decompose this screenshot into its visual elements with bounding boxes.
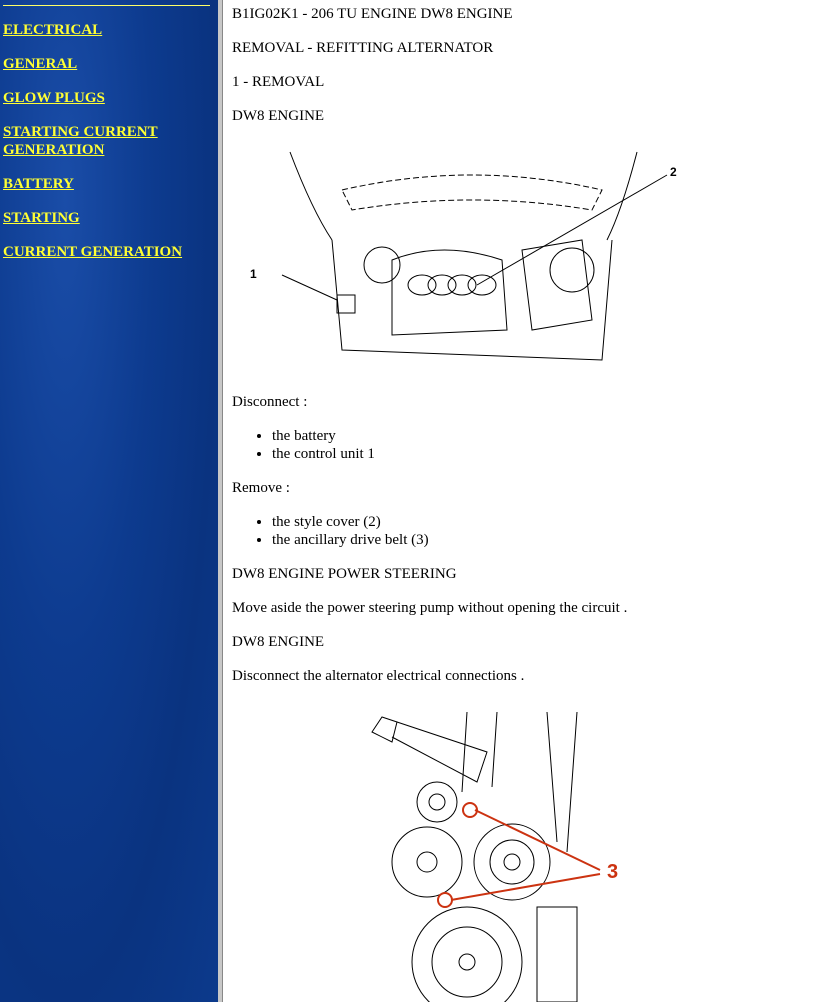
nav-link-general[interactable]: GENERAL xyxy=(3,56,78,72)
nav-link-current-generation[interactable]: CURRENT GENERATION xyxy=(3,244,183,260)
instruction-text: Disconnect the alternator electrical con… xyxy=(232,668,525,684)
list-item: the battery xyxy=(272,427,375,445)
disconnect-label: Disconnect : xyxy=(232,394,308,410)
procedure-title: REMOVAL - REFITTING ALTERNATOR xyxy=(232,40,494,56)
remove-label: Remove : xyxy=(232,480,290,496)
section-heading: DW8 ENGINE xyxy=(232,108,325,124)
step-heading: 1 - REMOVAL xyxy=(232,74,325,90)
frame-divider[interactable] xyxy=(218,0,223,1002)
callout-3: 3 xyxy=(607,861,618,883)
remove-list: the style cover (2) the ancillary drive … xyxy=(232,513,429,549)
instruction-text: Move aside the power steering pump witho… xyxy=(232,600,628,616)
page-title: B1IG02K1 - 206 TU ENGINE DW8 ENGINE xyxy=(232,6,513,22)
nav-link-starting-current-generation[interactable]: STARTING CURRENT GENERATION xyxy=(3,124,158,158)
callout-2: 2 xyxy=(670,165,677,179)
callout-1: 1 xyxy=(250,267,257,281)
nav-link-electrical[interactable]: ELECTRICAL xyxy=(3,22,103,38)
section-heading: DW8 ENGINE POWER STEERING xyxy=(232,566,457,582)
nav-link-glow-plugs[interactable]: GLOW PLUGS xyxy=(3,90,105,106)
disconnect-list: the battery the control unit 1 xyxy=(232,427,375,463)
sidebar-nav: ELECTRICAL GENERAL GLOW PLUGS STARTING C… xyxy=(0,0,218,1002)
nav-link-battery[interactable]: BATTERY xyxy=(3,176,74,192)
section-heading: DW8 ENGINE xyxy=(232,634,325,650)
engine-bay-diagram: 1 2 xyxy=(250,151,677,361)
sidebar-divider xyxy=(3,5,210,6)
list-item: the control unit 1 xyxy=(272,445,375,463)
nav-link-starting[interactable]: STARTING xyxy=(3,210,80,226)
list-item: the style cover (2) xyxy=(272,513,429,531)
list-item: the ancillary drive belt (3) xyxy=(272,531,429,549)
alternator-belt-diagram: 3 xyxy=(371,712,618,1002)
